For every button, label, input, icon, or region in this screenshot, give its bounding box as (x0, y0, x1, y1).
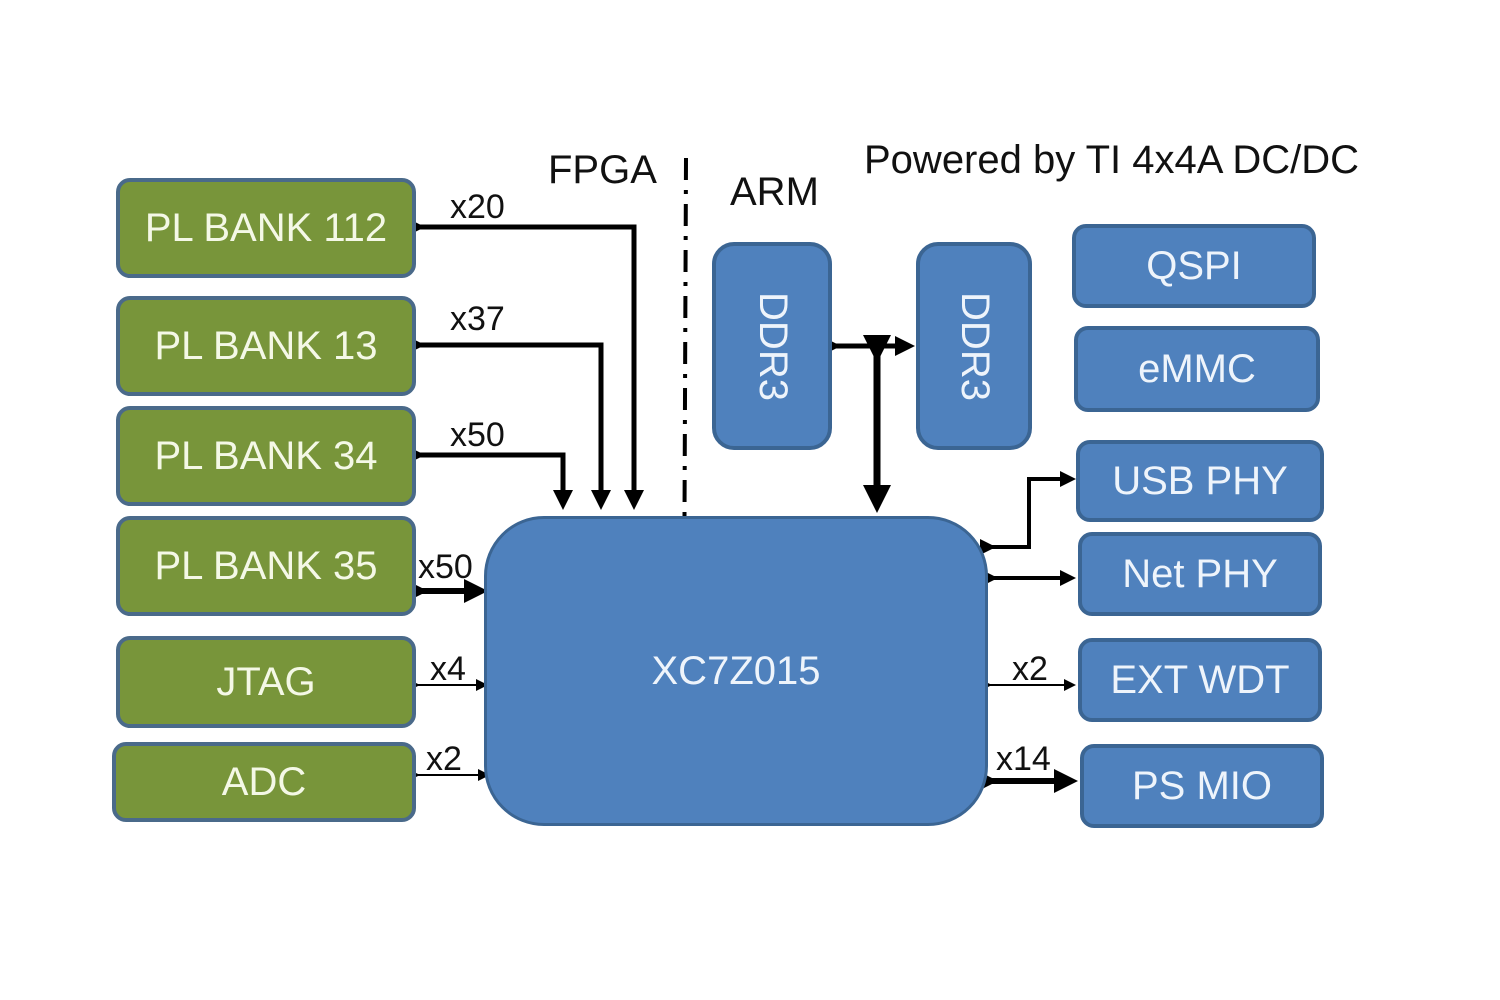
block-emmc: eMMC (1074, 326, 1320, 412)
block-label: EXT WDT (1110, 657, 1290, 702)
bus-pl-bank-34 (405, 445, 573, 510)
bus-label-ps-mio: x14 (996, 740, 1051, 778)
bus-label-adc: x2 (426, 740, 462, 778)
block-label: USB PHY (1112, 458, 1288, 503)
block-pl-bank-35: PL BANK 35 (116, 516, 416, 616)
block-label: JTAG (216, 659, 316, 704)
arm-section-label: ARM (730, 170, 819, 214)
block-ext-wdt: EXT WDT (1078, 638, 1322, 722)
block-label: PL BANK 35 (154, 543, 378, 588)
bus-label-pl-bank-34: x50 (450, 416, 505, 454)
bus-usb-phy (980, 471, 1076, 555)
block-label: ADC (221, 759, 307, 804)
block-pl-bank-34: PL BANK 34 (116, 406, 416, 506)
block-pl-bank-13: PL BANK 13 (116, 296, 416, 396)
block-label: PL BANK 13 (154, 323, 378, 368)
bus-label-jtag: x4 (430, 650, 466, 688)
block-usb-phy: USB PHY (1076, 440, 1324, 522)
block-net-phy: Net PHY (1078, 532, 1322, 616)
block-label: DDR3 (750, 291, 795, 401)
block-pl-bank-112: PL BANK 112 (116, 178, 416, 278)
power-label: Powered by TI 4x4A DC/DC (864, 138, 1360, 182)
block-label: Net PHY (1122, 551, 1278, 596)
bus-pl-bank-13 (405, 335, 611, 510)
block-ddr3-1: DDR3 (712, 242, 832, 450)
block-ddr3-2: DDR3 (916, 242, 1032, 450)
bus-label-pl-bank-35: x50 (418, 548, 473, 586)
block-qspi: QSPI (1072, 224, 1316, 308)
block-label: QSPI (1146, 243, 1242, 288)
fpga-arm-divider (682, 157, 688, 637)
central-chip-xc7z015: XC7Z015 (484, 516, 988, 826)
fpga-section-label: FPGA (548, 148, 657, 192)
bus-pl-bank-112 (405, 217, 644, 510)
block-label: PL BANK 112 (144, 205, 388, 250)
block-label: PS MIO (1131, 763, 1273, 808)
block-adc: ADC (112, 742, 416, 822)
block-label: DDR3 (952, 291, 997, 401)
block-jtag: JTAG (116, 636, 416, 728)
bus-label-ext-wdt: x2 (1012, 650, 1048, 688)
block-label: PL BANK 34 (154, 433, 378, 478)
bus-label-pl-bank-13: x37 (450, 300, 505, 338)
bus-label-pl-bank-112: x20 (450, 188, 505, 226)
block-label: eMMC (1138, 346, 1256, 391)
chip-label: XC7Z015 (651, 648, 821, 693)
block-ps-mio: PS MIO (1080, 744, 1324, 828)
